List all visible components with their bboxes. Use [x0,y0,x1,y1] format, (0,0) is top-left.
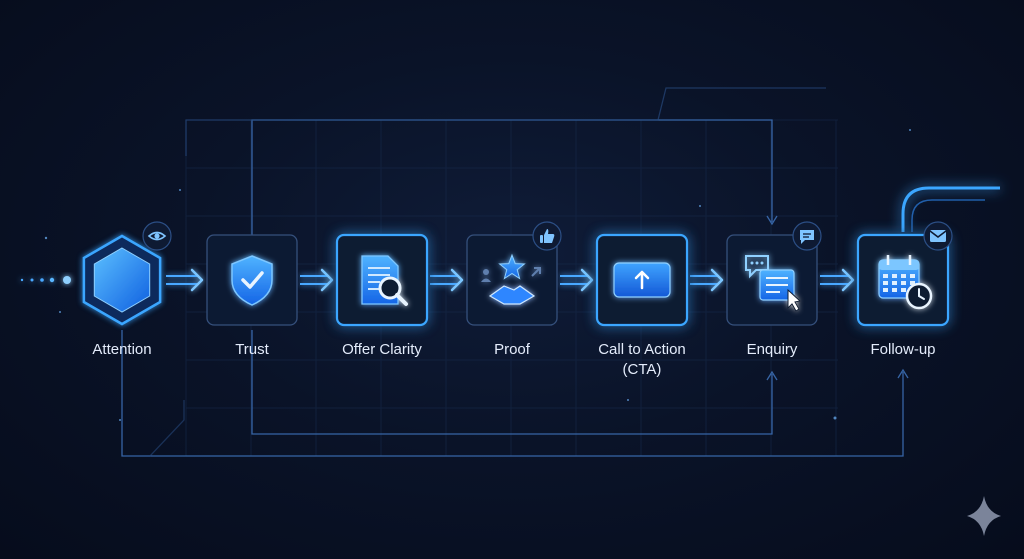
step-label-cta: Call to Action (CTA) [598,341,686,378]
arrow-right-icon [690,268,724,292]
arrow-right-icon [430,268,464,292]
outer-bottom-arrowhead [897,368,909,379]
step-node-offer-clarity [335,233,429,327]
step-label-follow-up: Follow-up [870,341,936,358]
step-node-proof [466,221,562,326]
step-label-enquiry: Enquiry [746,341,798,358]
handshake-star-icon [481,253,541,305]
hexagon-icon [82,234,162,326]
followup-glow-line [901,186,1000,232]
chat-bubble-icon [792,221,822,251]
entry-dots [20,276,71,284]
shield-check-icon [231,255,273,306]
outer-bottom-loop-line [121,330,904,457]
arrow-right-icon [560,268,594,292]
outer-upper-line [185,87,826,156]
step-box [466,234,558,326]
step-label-offer-clarity: Offer Clarity [342,341,422,358]
step-node-trust [206,234,298,326]
thumbs-up-icon [532,221,562,251]
top-loop-arrowhead [766,215,778,226]
step-node-cta [595,233,689,327]
top-loop-line [251,119,773,236]
step-label-trust: Trust [235,341,269,358]
arrow-right-icon [166,268,204,292]
routing-lines [121,87,909,457]
step-node-enquiry [726,221,822,326]
sparkle-icon [967,496,1001,536]
followup-glow-line-2 [911,199,985,232]
chat-form-icon [745,255,802,312]
star-particles [44,129,911,421]
step-label-proof: Proof [494,341,530,358]
upload-button-icon [613,262,671,298]
calendar-clock-icon [878,255,933,310]
step-node-attention [82,221,172,326]
diagonal-deco-line [149,400,185,457]
eye-icon [142,221,172,251]
connector-arrows [166,268,855,292]
mail-icon [923,221,953,251]
document-search-icon [361,255,408,306]
bottom-loop-arrowhead [766,370,778,381]
step-label-attention: Attention [92,341,152,358]
arrow-right-icon [300,268,334,292]
arrow-right-icon [820,268,855,292]
step-node-follow-up [856,221,953,327]
bottom-loop-line [251,330,773,435]
